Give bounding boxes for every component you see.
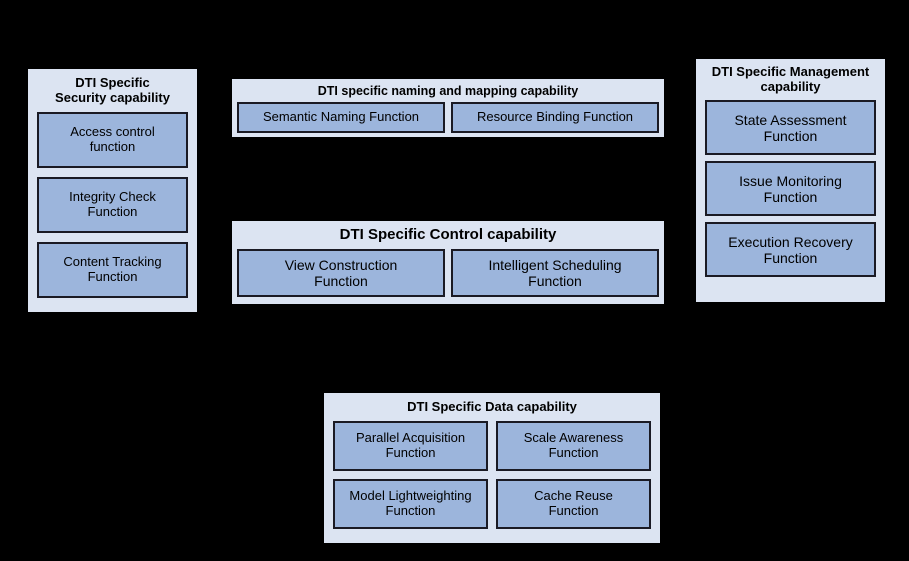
function-label-line: Intelligent Scheduling: [488, 256, 622, 273]
function-label-line: Function: [548, 444, 599, 460]
function-label-line: Semantic Naming Function: [262, 109, 420, 125]
function-label-line: Integrity Check: [69, 189, 156, 205]
function-label-line: Access control: [70, 124, 155, 140]
function-label-line: Function: [763, 249, 818, 266]
function-label-line: Scale Awareness: [523, 429, 624, 445]
function-row: Semantic Naming Function Resource Bindin…: [237, 102, 659, 133]
panel-title-line: DTI specific naming and mapping capabili…: [317, 84, 579, 98]
function-label-line: Function: [548, 502, 599, 518]
panel-title-line: DTI Specific: [75, 75, 150, 90]
function-label-line: Cache Reuse: [534, 487, 613, 503]
function-box-access-control[interactable]: Access control function: [37, 112, 188, 169]
panel-title-naming: DTI specific naming and mapping capabili…: [232, 79, 664, 98]
function-box-parallel-acquisition[interactable]: Parallel Acquisition Function: [333, 420, 488, 471]
panel-title-line: DTI Specific Management: [711, 64, 870, 79]
function-label-line: Function: [385, 444, 436, 460]
panel-title-data: DTI Specific Data capability: [324, 393, 660, 415]
panel-naming-and-mapping-capability: DTI specific naming and mapping capabili…: [230, 77, 666, 139]
function-box-view-construction[interactable]: View Construction Function: [237, 248, 445, 297]
function-label-line: Function: [87, 204, 138, 220]
panel-title-line: Security capability: [55, 89, 170, 105]
function-list-naming: Semantic Naming Function Resource Bindin…: [232, 102, 664, 138]
function-label-line: Content Tracking: [63, 254, 162, 270]
function-label-line: Function: [385, 502, 436, 518]
function-list-control: View Construction Function Intelligent S…: [232, 248, 664, 302]
function-box-model-lightweighting[interactable]: Model Lightweighting Function: [333, 478, 488, 529]
function-box-state-assessment[interactable]: State Assessment Function: [705, 100, 876, 156]
panel-management-capability: DTI Specific Management capability State…: [694, 57, 887, 304]
function-row: Parallel Acquisition Function Scale Awar…: [333, 420, 651, 471]
panel-data-capability: DTI Specific Data capability Parallel Ac…: [322, 391, 662, 545]
function-label-line: Issue Monitoring: [739, 172, 842, 189]
panel-security-capability: DTI Specific Security capability Access …: [26, 67, 199, 314]
function-box-scale-awareness[interactable]: Scale Awareness Function: [496, 420, 651, 471]
function-row: Model Lightweighting Function Cache Reus…: [333, 478, 651, 529]
function-box-cache-reuse[interactable]: Cache Reuse Function: [496, 478, 651, 529]
function-box-resource-binding[interactable]: Resource Binding Function: [451, 102, 659, 133]
panel-title-line: DTI Specific Data capability: [407, 399, 577, 414]
function-label-line: Function: [528, 272, 582, 289]
panel-control-capability: DTI Specific Control capability View Con…: [230, 219, 666, 306]
panel-title-security: DTI Specific Security capability: [28, 69, 197, 105]
function-list-security: Access control function Integrity Check …: [28, 112, 197, 306]
function-label-line: View Construction: [284, 256, 398, 273]
function-label-line: Function: [87, 269, 138, 285]
panel-title-control: DTI Specific Control capability: [232, 221, 664, 244]
function-list-data: Parallel Acquisition Function Scale Awar…: [324, 420, 660, 538]
function-box-execution-recovery[interactable]: Execution Recovery Function: [705, 222, 876, 278]
function-label-line: Resource Binding Function: [476, 109, 634, 125]
function-label-line: Execution Recovery: [728, 233, 853, 250]
function-label-line: function: [89, 139, 136, 155]
function-box-issue-monitoring[interactable]: Issue Monitoring Function: [705, 161, 876, 217]
function-box-integrity-check[interactable]: Integrity Check Function: [37, 177, 188, 234]
function-box-semantic-naming[interactable]: Semantic Naming Function: [237, 102, 445, 133]
function-label-line: Function: [763, 188, 818, 205]
panel-title-line: capability: [760, 78, 821, 94]
function-row: View Construction Function Intelligent S…: [237, 248, 659, 297]
function-label-line: Function: [314, 272, 368, 289]
function-list-management: State Assessment Function Issue Monitori…: [696, 100, 885, 285]
function-label-line: State Assessment: [734, 111, 847, 128]
function-box-content-tracking[interactable]: Content Tracking Function: [37, 242, 188, 299]
function-label-line: Parallel Acquisition: [355, 429, 466, 445]
panel-title-line: DTI Specific Control capability: [339, 226, 557, 243]
function-box-intelligent-scheduling[interactable]: Intelligent Scheduling Function: [451, 248, 659, 297]
function-label-line: Function: [763, 127, 818, 144]
function-label-line: Model Lightweighting: [349, 487, 472, 503]
panel-title-management: DTI Specific Management capability: [696, 59, 885, 94]
